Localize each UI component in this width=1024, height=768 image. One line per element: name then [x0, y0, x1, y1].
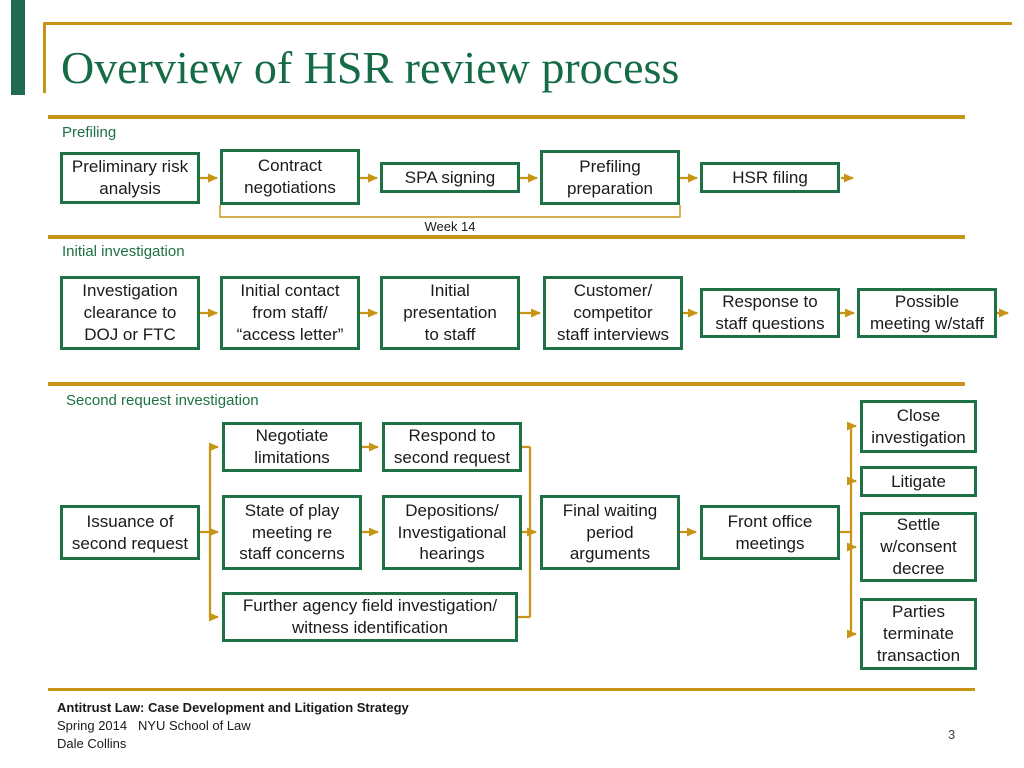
node-contract-negotiations: Contract negotiations: [220, 149, 360, 205]
node-preliminary-risk-analysis: Preliminary risk analysis: [60, 152, 200, 204]
node-litigate: Litigate: [860, 466, 977, 497]
node-initial-contact: Initial contact from staff/ “access lett…: [220, 276, 360, 350]
node-prefiling-preparation: Prefiling preparation: [540, 150, 680, 205]
separator-second: [48, 382, 965, 386]
footer-term-school: Spring 2014 NYU School of Law: [57, 718, 251, 733]
corner-accent-bar: [11, 0, 25, 95]
node-further-agency-investigation: Further agency field investigation/ witn…: [222, 592, 518, 642]
title-border-top: [43, 22, 1012, 25]
separator-prefiling: [48, 115, 965, 119]
second-request-connectors: [200, 421, 857, 639]
node-initial-presentation: Initial presentation to staff: [380, 276, 520, 350]
node-negotiate-limitations: Negotiate limitations: [222, 422, 362, 472]
footer-course-title: Antitrust Law: Case Development and Liti…: [57, 700, 409, 715]
node-respond-second-request: Respond to second request: [382, 422, 522, 472]
node-final-waiting-period: Final waiting period arguments: [540, 495, 680, 570]
node-response-staff-questions: Response to staff questions: [700, 288, 840, 338]
prefiling-arrows: [200, 173, 854, 218]
section-label-initial-investigation: Initial investigation: [62, 243, 185, 260]
week14-bracket: [219, 205, 681, 218]
node-hsr-filing: HSR filing: [700, 162, 840, 193]
section-label-second-request: Second request investigation: [66, 392, 259, 409]
node-depositions-hearings: Depositions/ Investigational hearings: [382, 495, 522, 570]
node-state-of-play: State of play meeting re staff concerns: [222, 495, 362, 570]
node-investigation-clearance: Investigation clearance to DOJ or FTC: [60, 276, 200, 350]
node-issuance-second-request: Issuance of second request: [60, 505, 200, 560]
node-settle-consent-decree: Settle w/consent decree: [860, 512, 977, 582]
node-customer-interviews: Customer/ competitor staff interviews: [543, 276, 683, 350]
week14-label: Week 14: [424, 219, 476, 234]
node-parties-terminate: Parties terminate transaction: [860, 598, 977, 670]
node-front-office-meetings: Front office meetings: [700, 505, 840, 560]
page-number: 3: [948, 727, 956, 742]
section-label-prefiling: Prefiling: [62, 124, 117, 141]
separator-initial: [48, 235, 965, 239]
page-title: Overview of HSR review process: [61, 42, 680, 93]
separator-footer: [48, 688, 975, 691]
footer: Antitrust Law: Case Development and Liti…: [57, 699, 409, 753]
node-close-investigation: Close investigation: [860, 400, 977, 453]
footer-author: Dale Collins: [57, 736, 127, 751]
title-border-left: [43, 22, 46, 93]
node-spa-signing: SPA signing: [380, 162, 520, 193]
node-possible-meeting: Possible meeting w/staff: [857, 288, 997, 338]
